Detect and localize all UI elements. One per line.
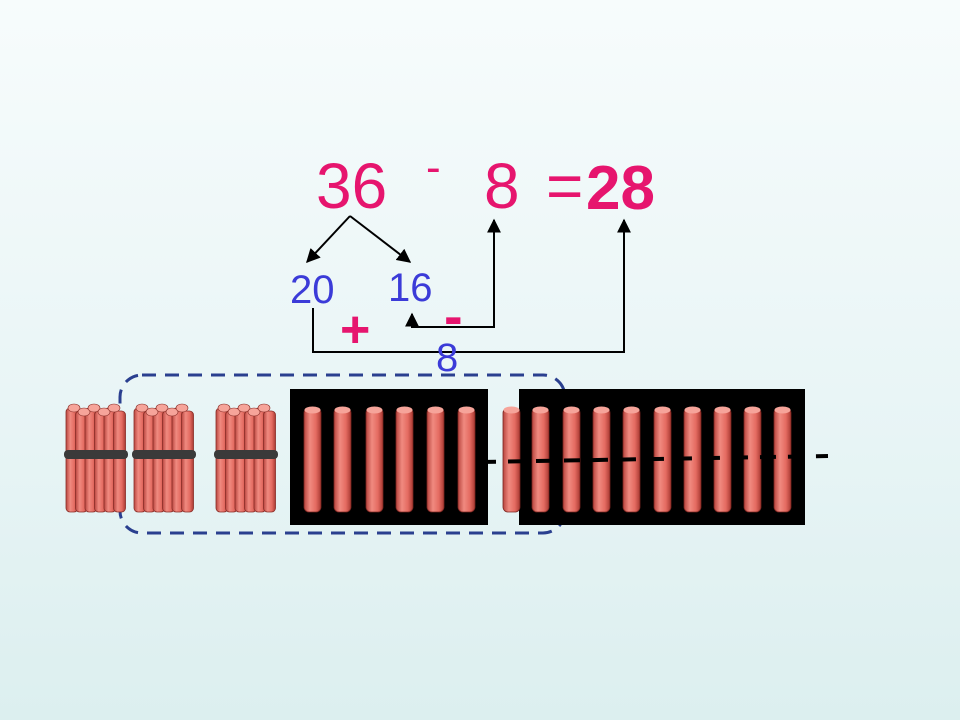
loose-stick [773, 406, 792, 513]
loose-sticks-panel-left [290, 389, 488, 525]
loose-stick [502, 406, 521, 513]
stick-bundles [64, 403, 278, 513]
loose-stick [426, 406, 445, 513]
equals-sign: = [546, 150, 584, 222]
subtracted-ones: 8 [436, 336, 459, 380]
loose-stick [713, 406, 732, 513]
answer: 28 [586, 154, 655, 223]
plus-operator: + [340, 301, 371, 359]
ones-part: 16 [388, 266, 433, 310]
loose-stick [333, 406, 352, 513]
subtrahend: 8 [484, 150, 520, 222]
loose-stick [365, 406, 384, 513]
loose-stick [743, 406, 762, 513]
add-connector [312, 218, 631, 353]
loose-stick [457, 406, 476, 513]
stick-bundle [64, 403, 128, 513]
minuend: 36 [316, 150, 388, 222]
stick-bundle [214, 403, 278, 513]
tens-part: 20 [290, 268, 335, 312]
cross-out-line [479, 454, 829, 464]
split-arrows [306, 215, 412, 264]
stick-bundle [132, 403, 196, 513]
minus-sign: - [426, 143, 441, 192]
minus-operator: - [444, 284, 463, 347]
loose-stick [395, 406, 414, 513]
loose-stick [303, 406, 322, 513]
